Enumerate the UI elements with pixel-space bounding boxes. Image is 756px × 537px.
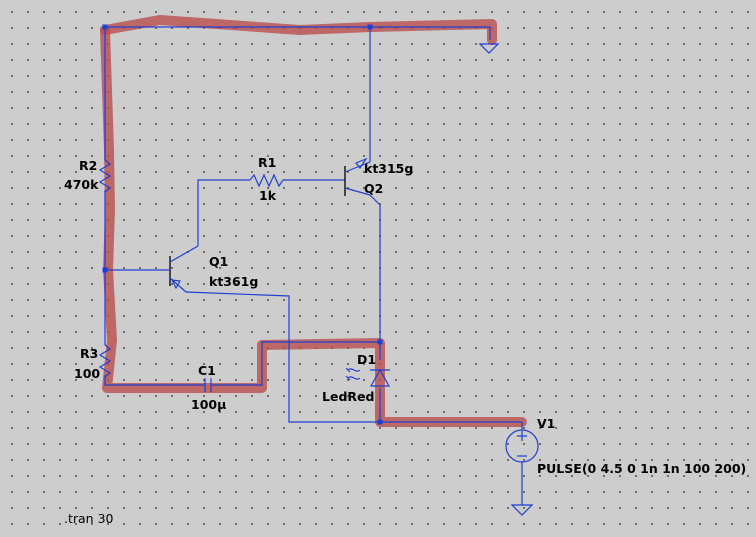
r3-value: 100 (74, 366, 100, 381)
v1-ref: V1 (537, 416, 555, 431)
q2-ref: Q2 (364, 181, 383, 196)
spice-directive[interactable]: .tran 30 (64, 511, 114, 526)
junction-dot (102, 267, 108, 273)
resistor-r3[interactable]: R3 100 (74, 344, 112, 381)
r1-value: 1k (259, 188, 277, 203)
r3-ref: R3 (80, 346, 98, 361)
highlighted-net-top (100, 15, 497, 45)
voltage-source-v1[interactable]: V1 PULSE(0 4.5 0 1n 1n 100 200) (505, 416, 746, 476)
transistor-q2[interactable]: kt315g Q2 (344, 157, 413, 196)
v1-value: PULSE(0 4.5 0 1n 1n 100 200) (537, 461, 746, 476)
resistor-r1[interactable]: R1 1k (249, 155, 284, 203)
transistor-q1[interactable]: Q1 kt361g (168, 245, 258, 293)
wires (104, 26, 523, 505)
q2-model: kt315g (364, 161, 413, 176)
junction-dot (377, 339, 383, 345)
r2-ref: R2 (79, 158, 97, 173)
ground-icon (510, 504, 534, 516)
junction-dot (367, 24, 373, 30)
q1-model: kt361g (209, 274, 258, 289)
capacitor-c1[interactable]: C1 100µ (191, 363, 226, 412)
c1-ref: C1 (198, 363, 216, 378)
led-d1[interactable]: D1 LedRed (322, 352, 391, 404)
junction-dot (377, 419, 383, 425)
resistor-r2[interactable]: R2 470k (64, 158, 112, 193)
r2-value: 470k (64, 177, 99, 192)
ground-icon (478, 43, 500, 54)
d1-ref: D1 (357, 352, 376, 367)
highlighted-net-left (100, 25, 527, 427)
q1-ref: Q1 (209, 254, 228, 269)
c1-value: 100µ (191, 397, 226, 412)
junction-dot (102, 24, 108, 30)
d1-model: LedRed (322, 389, 374, 404)
r1-ref: R1 (258, 155, 276, 170)
